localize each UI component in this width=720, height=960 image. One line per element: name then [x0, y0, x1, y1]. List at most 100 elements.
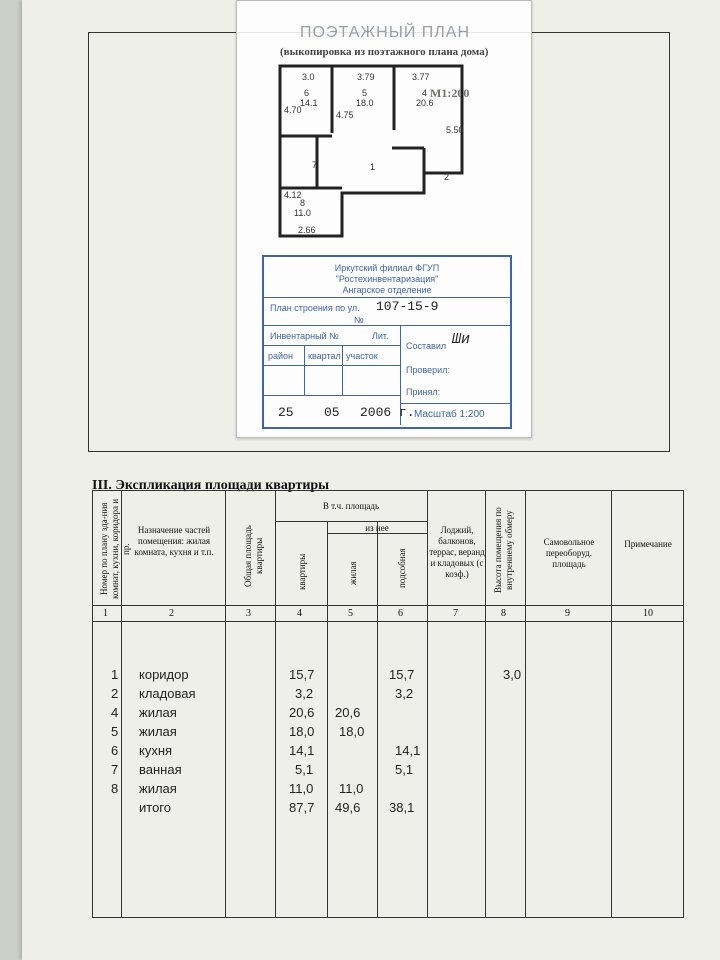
dim-1: 3.0	[302, 72, 315, 82]
header-total-area: Общая площадь квартиры	[243, 525, 264, 587]
row-no: 2	[111, 686, 119, 701]
stamp-col-plot: участок	[346, 351, 378, 361]
header-loggias: Лоджий, балконов, террас, веранд и кладо…	[429, 525, 485, 579]
row-no: 4	[111, 705, 119, 720]
stamp-plan-no: №	[354, 315, 364, 325]
row-no: 1	[111, 667, 119, 682]
table-row: 4 жилая 20,6 20,6	[93, 705, 683, 724]
dim-2: 3.79	[357, 72, 375, 82]
stamp-plan-value: 107-15-9	[376, 299, 439, 314]
stamp-org-line3: Ангарское отделение	[342, 285, 432, 295]
stamp-signature: Ши	[452, 331, 471, 348]
row-living: 11,0	[339, 781, 364, 796]
col-number-4: 4	[297, 608, 302, 619]
row-name: кухня	[139, 743, 173, 758]
table-row: 5 жилая 18,0 18,0	[93, 724, 683, 743]
row-name: ванная	[139, 762, 182, 777]
header-incl-area: В т.ч. площадь	[322, 501, 380, 511]
stamp-checked: Проверил:	[406, 365, 450, 375]
stamp-org-line2: "Ростехинвентаризация"	[335, 274, 439, 284]
header-living: жилая	[348, 561, 358, 585]
room-7-no: 7	[312, 160, 317, 170]
row-name: итого	[139, 800, 171, 815]
row-total: 15,7	[289, 667, 315, 682]
row-aux: 14,1	[395, 743, 421, 758]
row-total: 3,2	[295, 686, 314, 701]
row-total: 18,0	[289, 724, 315, 739]
row-living: 18,0	[339, 724, 365, 739]
floor-plan-drawing: 3.0 3.79 3.77 4.70 4.75 5.50 4.12 2.66 6…	[278, 64, 464, 238]
room-8-no: 8	[300, 198, 305, 208]
room-4-no: 4	[422, 88, 427, 98]
stamp-composed: Составил	[406, 341, 447, 351]
col-number-5: 5	[348, 608, 353, 619]
row-name: жилая	[139, 781, 177, 796]
row-total: 87,7	[289, 800, 315, 815]
col-number-1: 1	[103, 608, 108, 619]
col-number-10: 10	[643, 608, 653, 619]
row-no: 5	[111, 724, 119, 739]
col-number-8: 8	[501, 608, 506, 619]
row-name: кладовая	[139, 686, 196, 701]
col-number-7: 7	[453, 608, 458, 619]
row-aux: 5,1	[395, 762, 414, 777]
stamp-lit-label: Лит.	[372, 331, 389, 341]
row-no: 6	[111, 743, 119, 758]
dim-8: 2.66	[298, 225, 316, 235]
table-row: 1 коридор 15,7 15,7 3,0	[93, 667, 683, 686]
section-title: III. Экспликация площади квартиры	[92, 478, 330, 493]
row-living: 49,6	[335, 800, 361, 815]
row-total: 11,0	[289, 781, 314, 796]
header-auxiliary: подсобная	[397, 548, 407, 588]
header-apartment: квартиры	[297, 553, 307, 591]
row-living: 20,6	[335, 705, 361, 720]
room-5-no: 5	[362, 88, 367, 98]
dim-7: 4.12	[284, 190, 302, 200]
inventory-stamp: Иркутский филиал ФГУП "Ростехинвентариза…	[262, 255, 512, 429]
stamp-date-month: 05	[324, 405, 340, 420]
stamp-col-quarter: квартал	[308, 351, 341, 361]
row-height: 3,0	[503, 667, 522, 682]
row-total: 5,1	[295, 762, 314, 777]
table-row: 8 жилая 11,0 11,0	[93, 781, 683, 800]
row-name: коридор	[139, 667, 189, 682]
header-unauthorized: Самовольное переоборуд. площадь	[543, 537, 595, 569]
row-no: 8	[111, 781, 119, 796]
room-5-area: 18.0	[356, 98, 374, 108]
room-1-no: 1	[370, 162, 375, 172]
dim-4: 4.70	[284, 105, 302, 115]
row-name: жилая	[139, 705, 177, 720]
col-number-2: 2	[169, 608, 174, 619]
overlay-title: ПОЭТАЖНЫЙ ПЛАН	[300, 24, 471, 41]
header-purpose: Назначение частей помещения: жилая комна…	[134, 525, 214, 557]
col-number-6: 6	[398, 608, 403, 619]
row-total: 20,6	[289, 705, 315, 720]
row-name: жилая	[139, 724, 177, 739]
header-note: Примечание	[624, 539, 672, 549]
dim-6: 5.50	[446, 125, 464, 135]
plan-subtitle: (выкопировка из поэтажного плана дома)	[280, 46, 489, 58]
table-row: 7 ванная 5,1 5,1	[93, 762, 683, 781]
explication-table: Номер по плану зда-ния комнат, кухни, ко…	[92, 490, 684, 918]
stamp-col-district: район	[268, 351, 294, 361]
stamp-scale: Масштаб 1:200	[414, 409, 485, 420]
room-6-area: 14.1	[300, 98, 318, 108]
room-4-area: 20.6	[416, 98, 434, 108]
header-of-which: из нее	[365, 523, 389, 533]
stamp-org-line1: Иркутский филиал ФГУП	[334, 263, 440, 273]
dim-5: 4.75	[336, 110, 354, 120]
col-number-9: 9	[565, 608, 570, 619]
room-8-area: 11.0	[294, 208, 311, 218]
stamp-plan-label: План строения по ул.	[270, 303, 360, 313]
plan-scale: М1:200	[430, 86, 470, 100]
row-total: 14,1	[289, 743, 315, 758]
table-row: итого 87,7 49,6 38,1	[93, 800, 683, 819]
stamp-date-day: 25	[278, 405, 294, 420]
stamp-inv-label: Инвентарный №	[270, 331, 339, 341]
table-row: 6 кухня 14,1 14,1	[93, 743, 683, 762]
header-height: Высота помещения по внутреннему обмеру	[493, 507, 514, 593]
col-number-3: 3	[246, 608, 251, 619]
room-2-no: 2	[444, 172, 449, 182]
dim-3: 3.77	[412, 72, 430, 82]
stamp-date-year: 2006 г.	[360, 405, 415, 420]
